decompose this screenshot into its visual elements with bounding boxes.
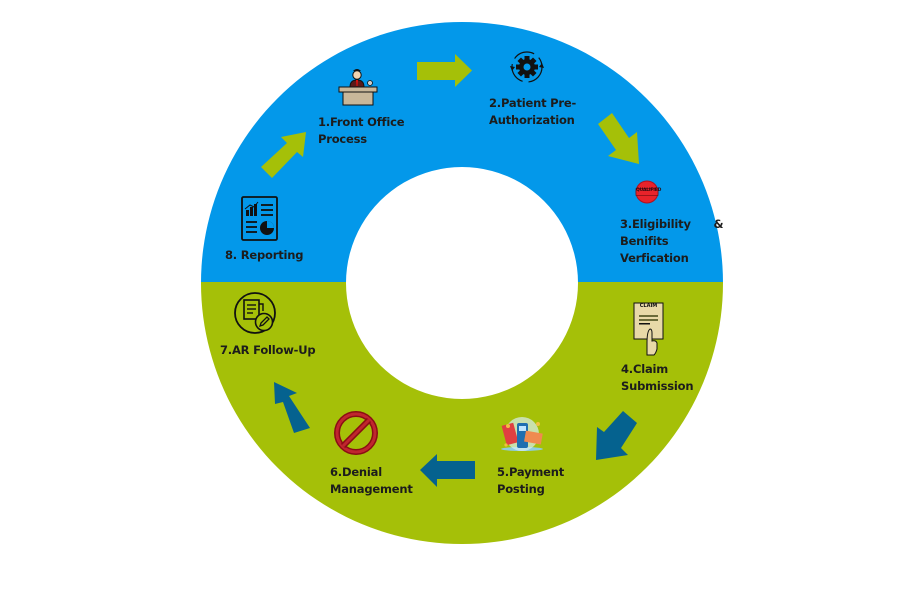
step-label-denial-management: 6.Denial Management <box>330 464 413 498</box>
step-label-line: 2.Patient Pre- <box>489 96 577 110</box>
step-label-line: Process <box>318 132 367 146</box>
claim-form-title: CLAIM <box>639 303 658 309</box>
step-label-claim-submission: 4.Claim Submission <box>621 361 694 395</box>
prohibited-icon <box>334 411 378 455</box>
step-label-line: 4.Claim <box>621 362 669 376</box>
step-label-line: Verfication <box>620 251 689 265</box>
step-label-line: 3.Eligibility & <box>620 217 724 231</box>
step-label-line: 1.Front Office <box>318 115 405 129</box>
arrow-step8-to-step1 <box>261 132 306 178</box>
step-label-eligibility: 3.Eligibility & Benifits Verfication <box>620 216 724 267</box>
claim-form-icon <box>633 302 664 356</box>
document-edit-icon <box>234 292 276 334</box>
step-label-line: 7.AR Follow-Up <box>220 343 316 357</box>
step-label-line: Posting <box>497 482 545 496</box>
step-label-ar-follow-up: 7.AR Follow-Up <box>220 342 316 359</box>
payment-terminal-icon <box>501 417 543 451</box>
step-label-line: Authorization <box>489 113 575 127</box>
arrow-step6-to-step7 <box>274 382 310 433</box>
step-label-pre-authorization: 2.Patient Pre- Authorization <box>489 95 576 129</box>
gear-cycle-icon <box>510 51 544 83</box>
step-label-line: 6.Denial <box>330 465 382 479</box>
step-label-reporting: 8. Reporting <box>225 247 303 264</box>
step-label-front-office: 1.Front Office Process <box>318 114 404 148</box>
qualified-stamp-text: QUALIFIED <box>636 188 662 193</box>
report-chart-icon <box>241 196 278 241</box>
step-label-line: 8. Reporting <box>225 248 304 262</box>
step-label-line: Submission <box>621 379 694 393</box>
arrow-step1-to-step2 <box>417 54 472 87</box>
arrow-step4-to-step5 <box>596 411 637 460</box>
front-desk-icon <box>338 69 378 106</box>
qualified-stamp-icon <box>635 180 659 204</box>
step-label-payment-posting: 5.Payment Posting <box>497 464 564 498</box>
step-label-line: Benifits <box>620 234 669 248</box>
arrow-step5-to-step6 <box>420 454 475 487</box>
arrow-step2-to-step3 <box>598 113 639 164</box>
step-label-line: 5.Payment <box>497 465 565 479</box>
step-label-line: Management <box>330 482 413 496</box>
